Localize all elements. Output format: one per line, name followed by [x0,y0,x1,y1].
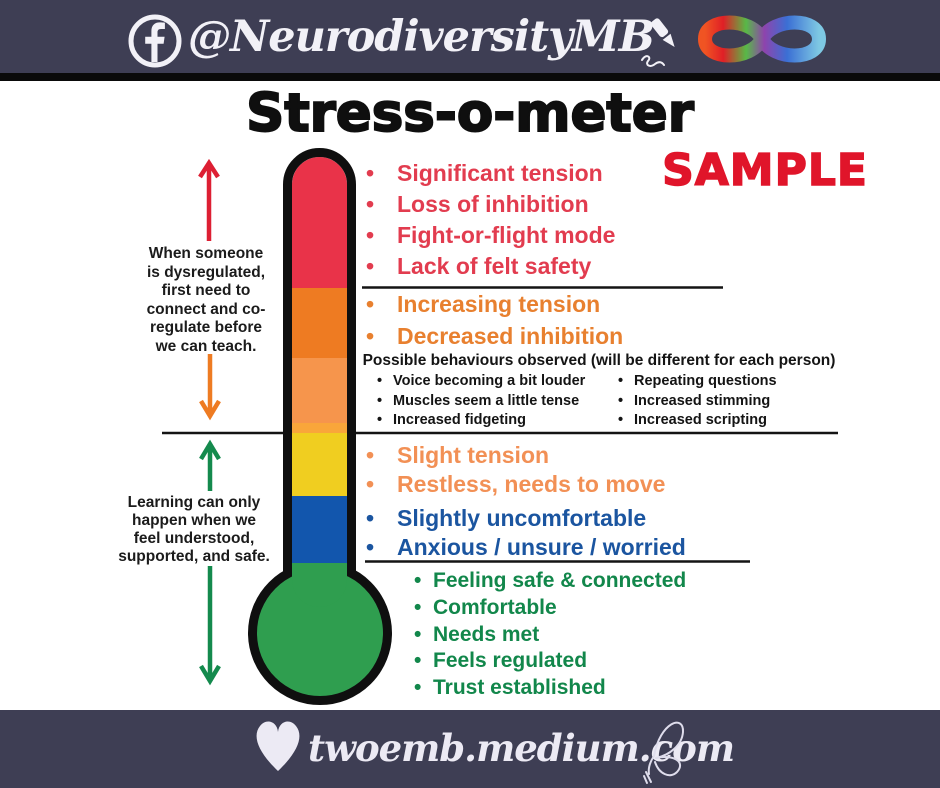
thermo-segment-blue [292,496,347,563]
pen-icon [641,18,675,67]
list-item: Anxious / unsure / worried [366,533,686,562]
heart-icon [256,721,300,771]
list-item: Decreased inhibition [366,320,623,352]
list-item: Significant tension [366,158,615,189]
thermo-segment-yellow [292,433,347,496]
arrow-red-up-icon [198,158,220,241]
list-item: Increased fidgeting [377,411,612,431]
website-url: twoemb.medium.com [308,726,735,770]
infinity-icon [698,15,826,63]
arrow-green-down-icon [199,566,221,686]
list-item: Lack of felt safety [366,251,615,282]
red-section-list: Significant tension Loss of inhibition F… [366,158,615,282]
arrow-orange-down-icon [199,354,221,421]
thermo-segment-orange-mid [292,358,347,423]
thermo-segment-orange-band [292,423,347,433]
thermo-segment-green [292,563,347,607]
list-item: Fight-or-flight mode [366,220,615,251]
list-item: Trust established [414,675,686,702]
list-item: Voice becoming a bit louder [377,372,612,392]
list-item: Muscles seem a little tense [377,392,612,412]
orange-section-list: Increasing tension Decreased inhibition [366,288,623,352]
bottom-banner [0,710,940,788]
list-item: Needs met [414,622,686,649]
blue-section-list: Slightly uncomfortable Anxious / unsure … [366,504,686,562]
butterfly-icon [643,721,685,784]
top-divider-bar [0,73,940,81]
note-dysregulated: When someone is dysregulated, first need… [146,245,266,355]
list-item: Slightly uncomfortable [366,504,686,533]
facebook-icon [128,14,182,68]
light-orange-section-list: Slight tension Restless, needs to move [366,441,665,499]
list-item: Feels regulated [414,648,686,675]
list-item: Restless, needs to move [366,470,665,499]
list-item: Loss of inhibition [366,189,615,220]
list-item: Increasing tension [366,288,623,320]
behaviours-heading: Possible behaviours observed (will be di… [362,352,836,369]
green-section-list: Feeling safe & connected Comfortable Nee… [414,568,686,702]
list-item: Feeling safe & connected [414,568,686,595]
thermo-segment-orange-dark [292,288,347,358]
list-item: Slight tension [366,441,665,470]
thermo-tube-outline [283,148,356,575]
sample-watermark: SAMPLE [661,145,868,197]
behaviours-col1: Voice becoming a bit louder Muscles seem… [377,372,612,431]
behaviours-col2: Repeating questions Increased stimming I… [618,372,833,431]
social-handle: @NeurodiversityMB [188,12,655,62]
page-title: Stress-o-meter [245,83,695,144]
thermo-segment-red [292,157,347,288]
note-learning: Learning can only happen when we feel un… [118,494,270,565]
list-item: Comfortable [414,595,686,622]
list-item: Increased stimming [618,392,833,412]
list-item: Increased scripting [618,411,833,431]
arrow-green-up-icon [199,439,221,491]
list-item: Repeating questions [618,372,833,392]
